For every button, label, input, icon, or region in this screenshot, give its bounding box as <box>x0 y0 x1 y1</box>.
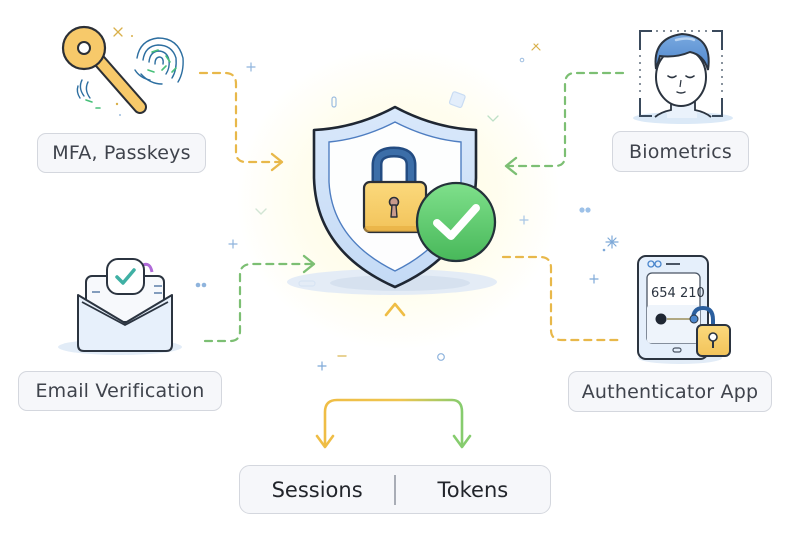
sessions-tokens-box: Sessions Tokens <box>239 465 551 514</box>
sessions-tokens-arrows <box>315 302 472 449</box>
key-fingerprint-icon <box>61 25 184 116</box>
label-authenticator-app: Authenticator App <box>568 371 772 412</box>
decorative-sparkles <box>113 27 619 371</box>
envelope-check-icon <box>58 258 182 355</box>
label-biometrics: Biometrics <box>612 131 749 172</box>
arrowhead-email <box>302 254 316 274</box>
label-email-verification: Email Verification <box>18 371 222 411</box>
shield-lock-check-icon <box>287 105 497 295</box>
connector-biometrics <box>506 71 625 168</box>
otp-code: 654 210 <box>651 286 705 301</box>
face-scan-icon <box>633 30 733 124</box>
connector-mfa <box>198 71 282 164</box>
arrowhead-biometrics <box>504 156 518 176</box>
phone-otp-lock-icon: 654 210 <box>637 255 731 364</box>
connector-email <box>203 262 314 343</box>
label-mfa-passkeys: MFA, Passkeys <box>37 133 206 173</box>
divider <box>394 474 396 505</box>
connector-authenticator <box>501 255 624 342</box>
arrowhead-mfa <box>270 152 284 172</box>
label-tokens: Tokens <box>437 477 509 502</box>
label-sessions: Sessions <box>271 477 363 502</box>
